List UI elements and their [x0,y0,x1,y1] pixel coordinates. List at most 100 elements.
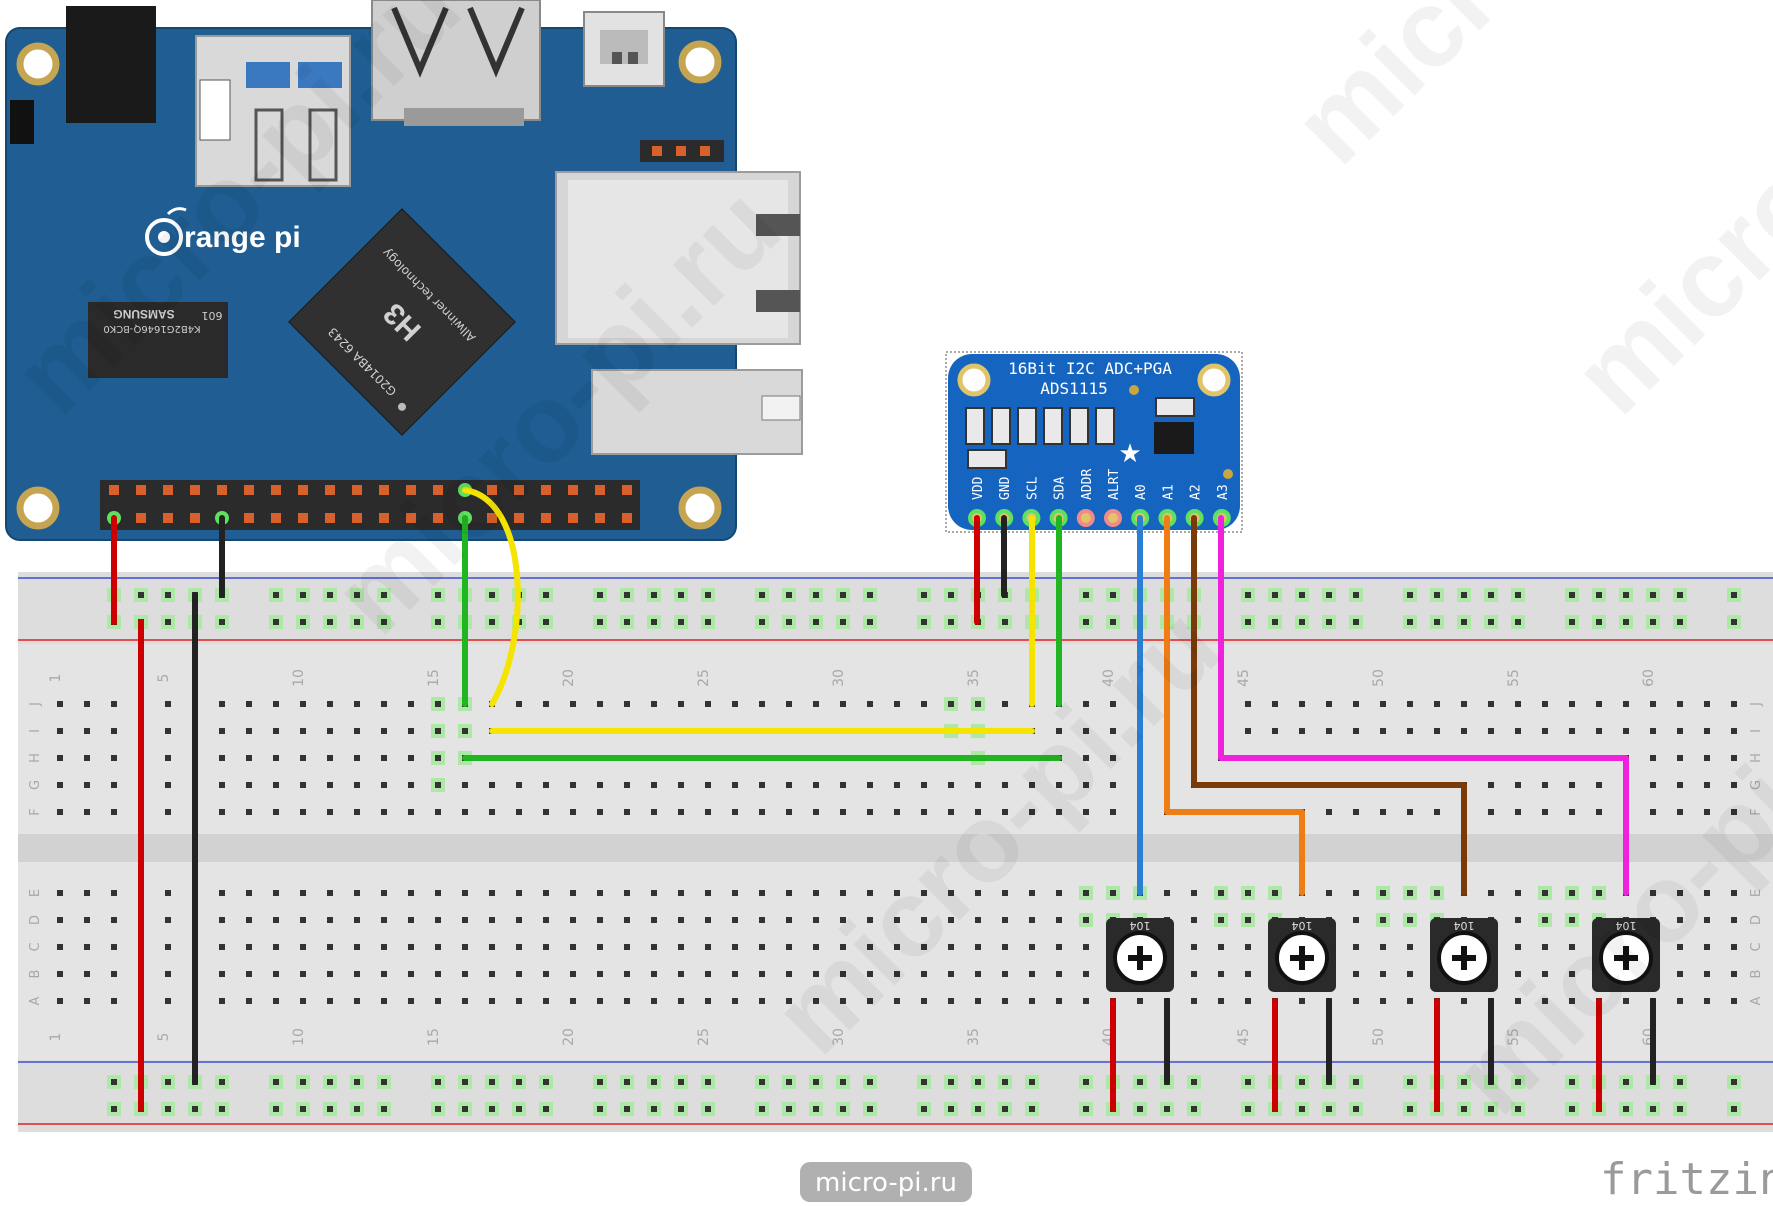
hole [1596,701,1602,707]
hole [867,917,873,923]
rail-hole [786,592,792,598]
hole [1002,998,1008,1004]
hole [921,701,927,707]
hole [1731,782,1737,788]
rail-hole [678,1079,684,1085]
hole [597,701,603,707]
rail-hole [759,1079,765,1085]
hole [1677,917,1683,923]
row-letter: A [1749,996,1764,1005]
hole [1002,809,1008,815]
rail-hole [1407,1106,1413,1112]
hole [327,998,333,1004]
hole [219,782,225,788]
hole [84,782,90,788]
hole [894,944,900,950]
hole [1056,809,1062,815]
hole [381,944,387,950]
hole [705,971,711,977]
hole [921,971,927,977]
pot-cross [1290,946,1314,970]
ram-code: K4B2G1646Q-BCK0 [103,323,200,334]
hole [948,782,954,788]
rail-hole [813,1079,819,1085]
rail-hole [1461,592,1467,598]
pot-code: 104 [1130,919,1151,932]
rail-hole [543,1079,549,1085]
row-letter: D [1749,915,1764,925]
hole [1164,890,1170,896]
rail-hole [1461,1106,1467,1112]
hole [111,728,117,734]
column-number: 55 [1506,669,1522,687]
hole [1515,782,1521,788]
hole [1029,809,1035,815]
ram-date: 601 [202,309,223,322]
rail-hole [354,1079,360,1085]
hole [327,701,333,707]
fritzing-brand: fritzing [1600,1154,1773,1205]
hole [1326,701,1332,707]
hole [1407,971,1413,977]
potentiometer[interactable]: 104 [1430,918,1498,992]
potentiometer[interactable]: 104 [1106,918,1174,992]
rail-hole [786,619,792,625]
gpio-pin [163,513,173,523]
rail-hole [1326,619,1332,625]
column-number: 1 [48,1033,64,1042]
gpio-pin [163,485,173,495]
gpio-pin [622,513,632,523]
hole [1515,917,1521,923]
rail-hole [1245,1106,1251,1112]
site-badge[interactable] [800,1162,972,1202]
hole [489,998,495,1004]
rail-hole [1299,592,1305,598]
hole [948,971,954,977]
hole [354,701,360,707]
rail-hole [1272,619,1278,625]
hole [1461,701,1467,707]
hole [57,782,63,788]
rail-hole [1569,1106,1575,1112]
hole [273,755,279,761]
rail-hole [651,1079,657,1085]
hole [408,701,414,707]
hole [165,917,171,923]
hole [300,701,306,707]
hole [489,782,495,788]
rail-hole [759,592,765,598]
hole [516,971,522,977]
hole [1083,782,1089,788]
potentiometer[interactable]: 104 [1268,918,1336,992]
adc-pin-pad [1108,513,1118,523]
rail-hole [813,619,819,625]
rail-hole [651,619,657,625]
rail-hole [489,592,495,598]
hole [1677,998,1683,1004]
rail-hole [1488,592,1494,598]
rail-hole [975,1079,981,1085]
hole [381,755,387,761]
hole [219,971,225,977]
hole [1029,944,1035,950]
adc-pin-label: SCL [1025,476,1040,500]
hole [1110,809,1116,815]
hole [624,701,630,707]
hole [1245,701,1251,707]
hole [1515,971,1521,977]
hole [894,998,900,1004]
potentiometer[interactable]: 104 [1592,918,1660,992]
hole [840,971,846,977]
hole [651,944,657,950]
hole [354,728,360,734]
row-letter: E [1749,889,1764,897]
hole [813,701,819,707]
hole [381,917,387,923]
hole [111,701,117,707]
adc-pin-label: A0 [1134,484,1149,500]
hole [840,809,846,815]
usb-port [591,369,803,455]
hole [1704,701,1710,707]
adc-pin-label: ALRT [1107,469,1122,500]
adc-pin-label: A2 [1189,484,1204,500]
